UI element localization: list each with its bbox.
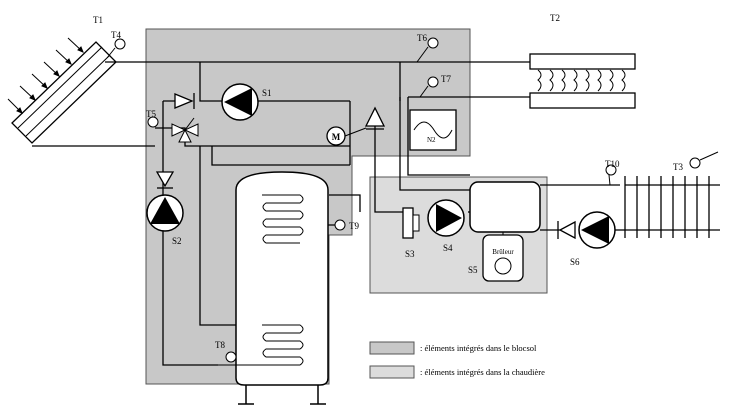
floor-heating bbox=[624, 176, 720, 238]
pump-s4 bbox=[427, 199, 465, 237]
label-s3: S3 bbox=[405, 249, 415, 259]
component-labels: T1 T2 T3 T4 T5 T6 T7 T8 T9 T10 S1 S2 S3 … bbox=[93, 13, 683, 350]
label-t3: T3 bbox=[673, 162, 683, 172]
s3-component bbox=[402, 207, 420, 239]
check-valve-s2 bbox=[155, 171, 175, 189]
legend-blocsol-text: : éléments intégrés dans le blocsol bbox=[420, 343, 537, 353]
label-s2: S2 bbox=[172, 236, 182, 246]
pump-s1 bbox=[221, 83, 259, 121]
motor-label: M bbox=[332, 132, 341, 142]
label-t1: T1 bbox=[93, 15, 103, 25]
legend-swatch-chaudiere bbox=[369, 365, 415, 379]
label-t4: T4 bbox=[111, 30, 121, 40]
motorised-valve bbox=[364, 106, 386, 130]
label-t10: T10 bbox=[605, 159, 620, 169]
motor-icon: M bbox=[326, 126, 367, 146]
sun-rays bbox=[7, 37, 84, 114]
check-valve-s6 bbox=[557, 220, 576, 240]
radiator-t2 bbox=[529, 53, 636, 109]
legend-chaudiere-text: : éléments intégrés dans la chaudière bbox=[420, 367, 545, 377]
label-s4: S4 bbox=[443, 243, 453, 253]
label-t9: T9 bbox=[349, 221, 359, 231]
boiler bbox=[469, 181, 541, 282]
label-t6: T6 bbox=[417, 33, 427, 43]
legend-swatch-blocsol bbox=[369, 341, 415, 355]
pump-s6 bbox=[578, 211, 616, 249]
storage-tank bbox=[218, 171, 329, 405]
label-s1: S1 bbox=[262, 88, 272, 98]
label-n2: N2 bbox=[427, 136, 436, 144]
mixing-valve bbox=[171, 117, 199, 143]
label-t8: T8 bbox=[215, 340, 225, 350]
heat-exchanger-n2 bbox=[409, 109, 457, 151]
label-burner: Brûleur bbox=[492, 248, 514, 256]
label-t2: T2 bbox=[550, 13, 560, 23]
pump-s2 bbox=[146, 194, 184, 232]
label-s6: S6 bbox=[570, 257, 580, 267]
label-s5: S5 bbox=[468, 265, 478, 275]
legend: : éléments intégrés dans le blocsol : él… bbox=[369, 341, 545, 379]
solar-collector bbox=[11, 41, 117, 144]
label-t7: T7 bbox=[441, 74, 451, 84]
check-valve-collector bbox=[174, 93, 195, 109]
sensors bbox=[106, 37, 719, 363]
label-t5: T5 bbox=[146, 109, 156, 119]
